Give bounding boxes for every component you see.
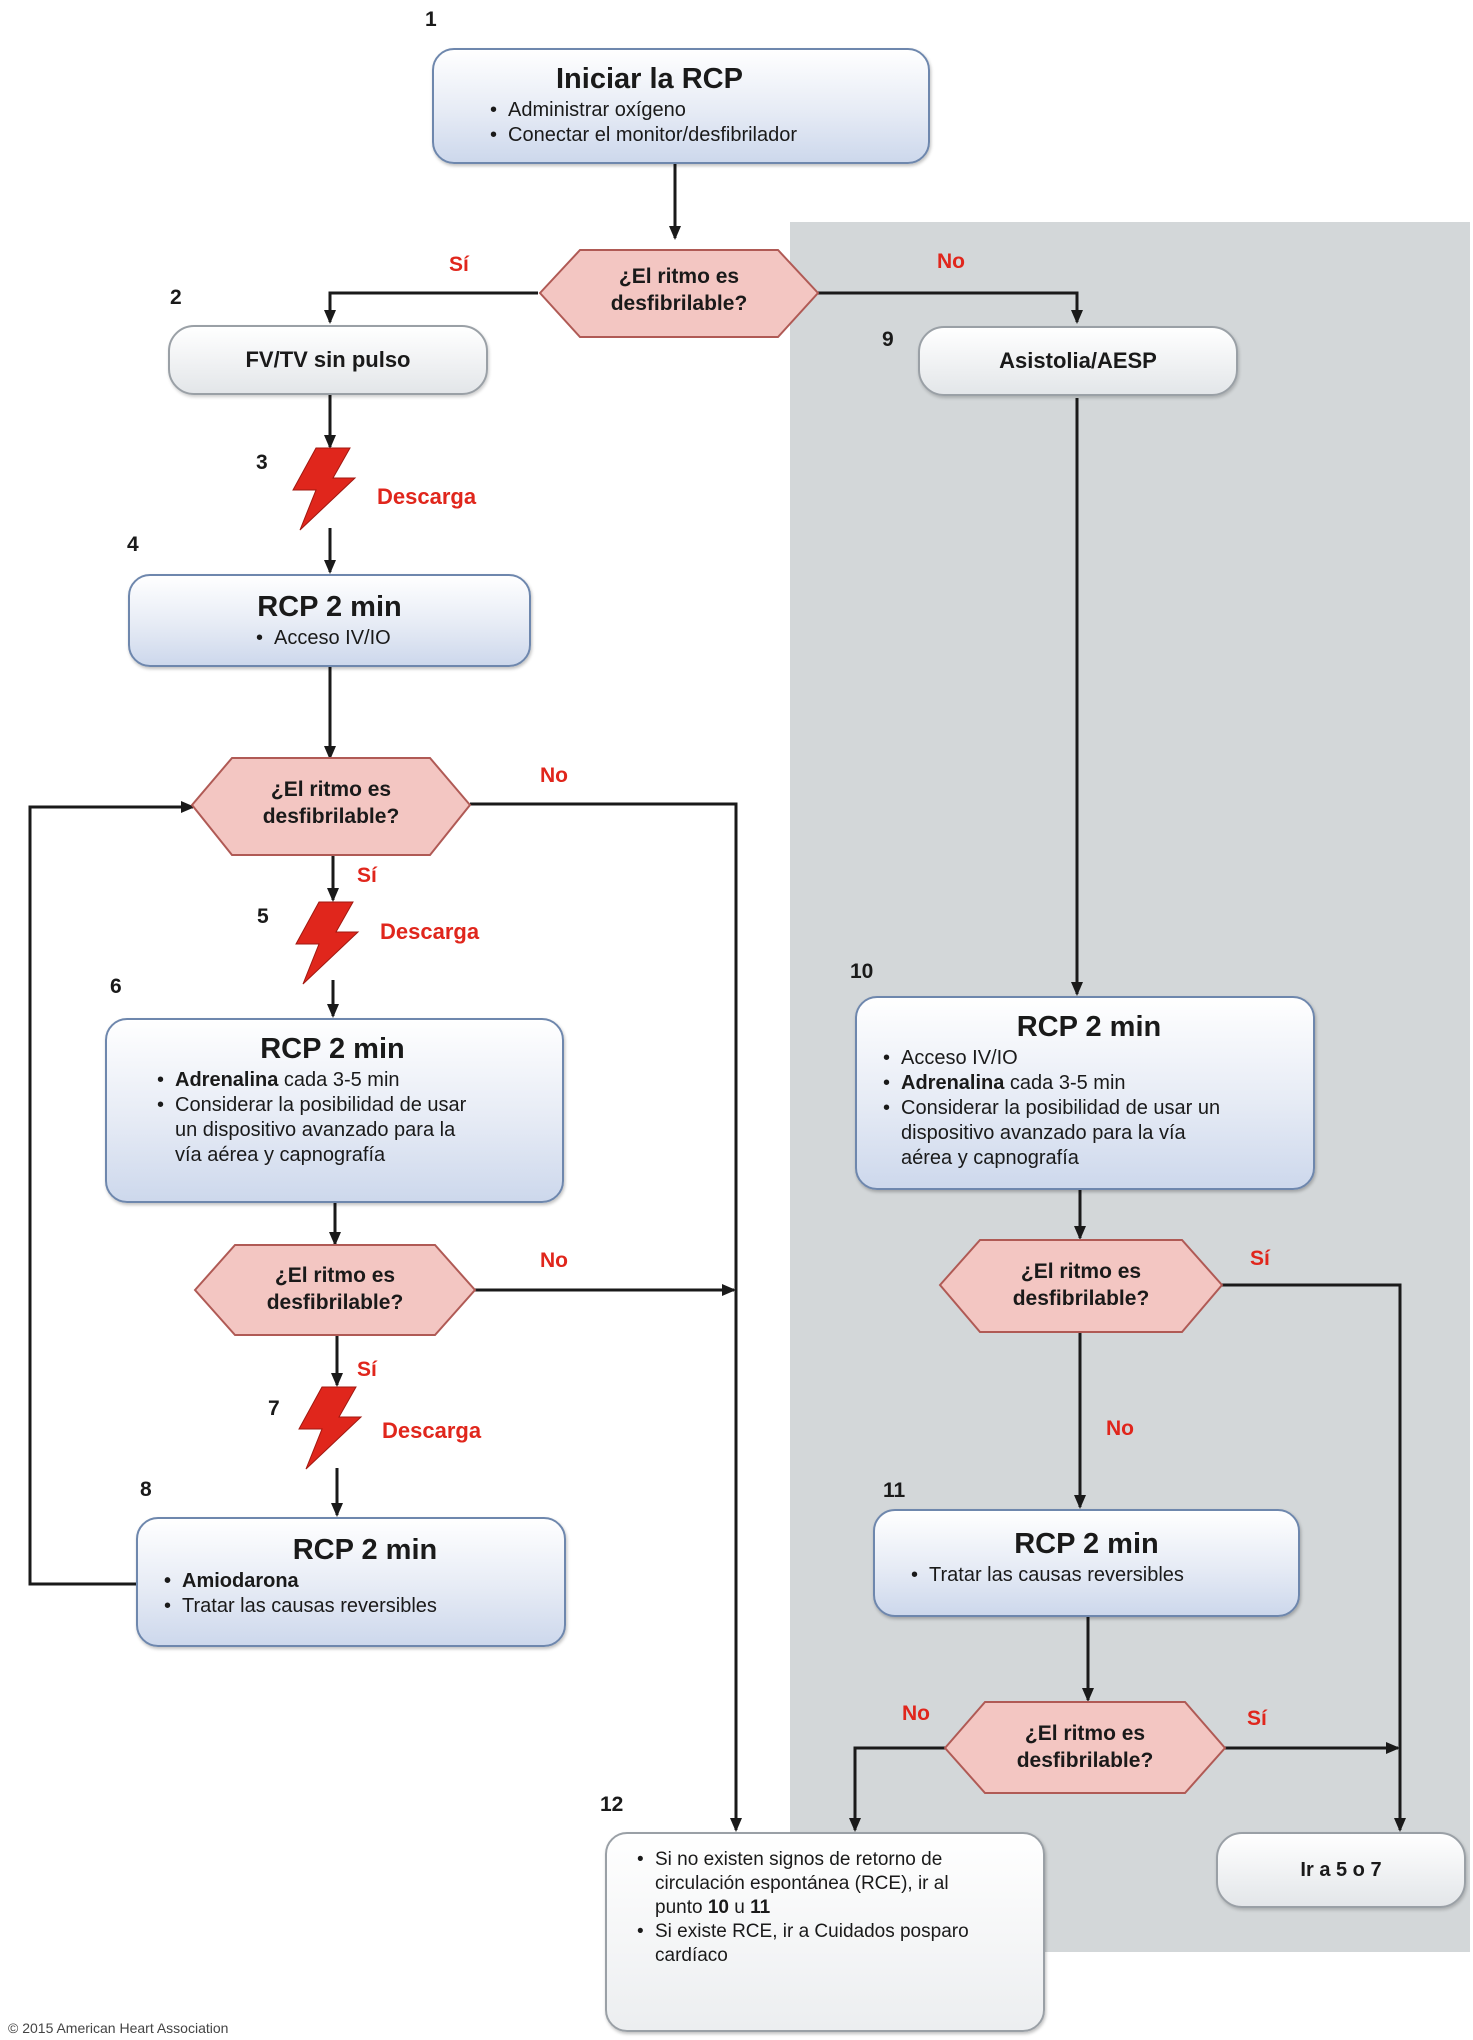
step-number-12: 12: [600, 1793, 624, 1816]
shock-bolt-3: [292, 447, 357, 531]
decision-line2: desfibrilable?: [266, 1291, 404, 1314]
label-no: No: [540, 1249, 568, 1272]
step-number-7: 7: [268, 1397, 280, 1420]
bullet-item: Acceso IV/IO: [252, 626, 517, 651]
arrow-decision-d-yes: [1222, 1283, 1406, 1832]
pill-goto-5-or-7: Ir a 5 o 7: [1216, 1832, 1466, 1908]
arrow-decision-a-yes: [324, 291, 538, 324]
bullet-item: Amiodarona: [160, 1569, 550, 1594]
decision-b-text: ¿El ritmo es desfibrilable?: [232, 776, 430, 830]
step-number-8: 8: [140, 1478, 152, 1501]
label-no: No: [902, 1702, 930, 1725]
drug-name: Adrenalina: [175, 1069, 279, 1091]
copyright-notice: © 2015 American Heart Association: [8, 2020, 229, 2036]
pill-label: Ir a 5 o 7: [1300, 1858, 1382, 1881]
bullet-text: Si no existen signos de retorno de circu…: [655, 1849, 949, 1918]
box-cpr-2min-4: RCP 2 min Acceso IV/IO: [128, 574, 531, 667]
decision-line1: ¿El ritmo es: [274, 1264, 396, 1287]
decision-hexagon-d: [938, 1239, 1224, 1333]
shock-label-5: Descarga: [380, 919, 480, 944]
label-no: No: [937, 250, 965, 273]
decision-line1: ¿El ritmo es: [618, 265, 740, 288]
bullet-text: u: [728, 1897, 751, 1918]
step-number-9: 9: [882, 328, 894, 351]
box-title: RCP 2 min: [292, 1534, 438, 1566]
box-cpr-2min-6: RCP 2 min Adrenalina cada 3-5 min Consid…: [105, 1018, 564, 1203]
decision-d-text: ¿El ritmo es desfibrilable?: [980, 1258, 1182, 1312]
decision-hexagon-a: [538, 249, 820, 338]
arrow-decision-b-no-to-box12: [470, 802, 742, 1832]
shock-label-3: Descarga: [377, 484, 477, 509]
pill-label: FV/TV sin pulso: [245, 347, 411, 372]
bullet-item: Adrenalina cada 3-5 min: [153, 1068, 546, 1093]
shock-bolt-5: [295, 901, 360, 985]
step-number-3: 3: [256, 451, 268, 474]
decision-line2: desfibrilable?: [610, 292, 748, 315]
step-number-1: 1: [425, 8, 437, 31]
bullet-item: Considerar la posibilidad de usar un dis…: [879, 1096, 1241, 1171]
decision-hexagon-c: [193, 1244, 477, 1336]
bullet-text: cada 3-5 min: [1004, 1072, 1126, 1094]
shock-bolt-7: [298, 1386, 363, 1470]
box-title: RCP 2 min: [257, 591, 402, 623]
arrow-box8-loop-to-decision-b: [28, 801, 195, 1586]
box-start-cpr: Iniciar la RCP Administrar oxígeno Conec…: [432, 48, 930, 164]
bullet-item: Conectar el monitor/desfibrilador: [486, 123, 910, 148]
bullet-item: Acceso IV/IO: [879, 1046, 1299, 1071]
decision-line2: desfibrilable?: [262, 805, 400, 828]
step-number-4: 4: [127, 533, 139, 556]
bullet-item: Tratar las causas reversibles: [160, 1594, 550, 1619]
label-no: No: [540, 764, 568, 787]
step-number-2: 2: [170, 286, 182, 309]
bullet-item: Adrenalina cada 3-5 min: [879, 1071, 1299, 1096]
decision-a-text: ¿El ritmo es desfibrilable?: [580, 263, 778, 317]
step-number-10: 10: [850, 960, 874, 983]
step-number-11: 11: [883, 1479, 906, 1502]
bullet-item: Administrar oxígeno: [486, 98, 910, 123]
step-number-6: 6: [110, 975, 122, 998]
shock-label-7: Descarga: [382, 1418, 482, 1443]
decision-e-text: ¿El ritmo es desfibrilable?: [985, 1720, 1185, 1774]
box-title: RCP 2 min: [1014, 1528, 1159, 1560]
pill-label: Asistolia/AESP: [999, 348, 1157, 373]
box-title: Iniciar la RCP: [556, 63, 743, 95]
pill-asystole-pea: Asistolia/AESP: [918, 326, 1238, 396]
box-title: RCP 2 min: [1016, 1011, 1162, 1043]
pill-vf-pvt: FV/TV sin pulso: [168, 325, 488, 395]
bullet-item: Si existe RCE, ir a Cuidados posparo car…: [633, 1920, 1035, 1968]
box-cpr-2min-8: RCP 2 min Amiodarona Tratar las causas r…: [136, 1517, 566, 1647]
arrow-decision-a-no: [818, 291, 1083, 324]
label-no: No: [1106, 1417, 1134, 1440]
bullet-item: Considerar la posibilidad de usar un dis…: [153, 1093, 485, 1168]
decision-line2: desfibrilable?: [1012, 1287, 1150, 1310]
decision-c-text: ¿El ritmo es desfibrilable?: [235, 1262, 435, 1316]
decision-hexagon-b: [190, 757, 472, 856]
box-title: RCP 2 min: [260, 1033, 405, 1065]
label-yes: Sí: [357, 1358, 377, 1381]
step-number-5: 5: [257, 905, 269, 928]
label-yes: Sí: [1247, 1707, 1267, 1730]
step-ref: 11: [750, 1897, 771, 1918]
decision-hexagon-e: [943, 1701, 1227, 1794]
bullet-item: Tratar las causas reversibles: [907, 1563, 1286, 1588]
box-cpr-2min-10: RCP 2 min Acceso IV/IO Adrenalina cada 3…: [855, 996, 1315, 1190]
label-yes: Sí: [357, 864, 377, 887]
label-yes: Sí: [449, 253, 469, 276]
box-12-next-steps: Si no existen signos de retorno de circu…: [605, 1832, 1045, 2032]
bullet-item: Si no existen signos de retorno de circu…: [633, 1848, 975, 1920]
decision-line1: ¿El ritmo es: [270, 778, 392, 801]
drug-name: Adrenalina: [901, 1072, 1005, 1094]
box-cpr-2min-11: RCP 2 min Tratar las causas reversibles: [873, 1509, 1300, 1617]
step-ref: 10: [707, 1897, 729, 1918]
arrow-decision-e-no: [849, 1746, 945, 1832]
bullet-text: cada 3-5 min: [278, 1069, 400, 1091]
label-yes: Sí: [1250, 1247, 1270, 1270]
decision-line1: ¿El ritmo es: [1020, 1260, 1142, 1283]
decision-line1: ¿El ritmo es: [1024, 1722, 1146, 1745]
decision-line2: desfibrilable?: [1016, 1749, 1154, 1772]
